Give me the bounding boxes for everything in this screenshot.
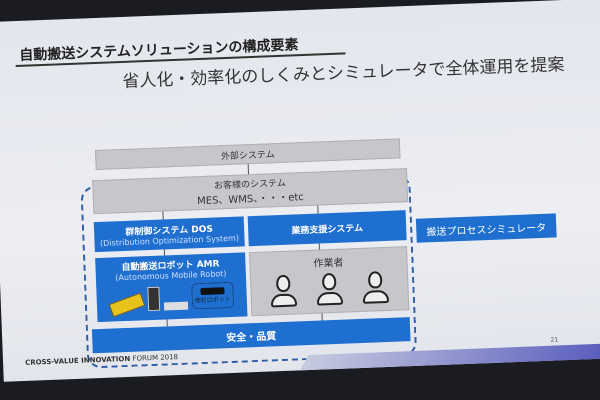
safety-quality-label: 安全・品質 xyxy=(226,330,277,344)
worker-icon xyxy=(316,272,344,308)
workers-box: 作業者 xyxy=(249,246,410,317)
customer-system-examples: MES、WMS、・・・etc xyxy=(196,192,305,208)
business-support-box: 業務支援システム xyxy=(247,210,407,247)
worker-icon xyxy=(270,274,298,309)
dos-box: 群制御システム DOS (Distribution Optimization S… xyxy=(93,216,245,253)
yellow-robot-image xyxy=(108,292,146,318)
other-robot-box: 他社ロボット xyxy=(191,281,235,310)
tower-robot-image xyxy=(147,286,161,312)
other-robot-label: 他社ロボット xyxy=(194,295,231,305)
external-system-label: 外部システム xyxy=(220,149,275,162)
worker-icon xyxy=(362,271,390,306)
business-support-label: 業務支援システム xyxy=(291,223,364,237)
workers-label: 作業者 xyxy=(313,257,344,270)
amr-box: 自動搬送ロボット AMR (Autonomous Mobile Robot) 他… xyxy=(95,252,248,323)
presentation-slide: 自動搬送システムソリューションの構成要素 省人化・効率化のしくみとシミュレータで… xyxy=(0,0,600,382)
simulator-label: 搬送プロセスシミュレータ xyxy=(426,222,547,238)
connector xyxy=(247,164,250,175)
cart-robot-image xyxy=(163,301,189,311)
page-number: 21 xyxy=(550,336,559,344)
dos-fullname: (Distribution Optimization System) xyxy=(99,233,240,248)
simulator-box: 搬送プロセスシミュレータ xyxy=(415,213,557,243)
